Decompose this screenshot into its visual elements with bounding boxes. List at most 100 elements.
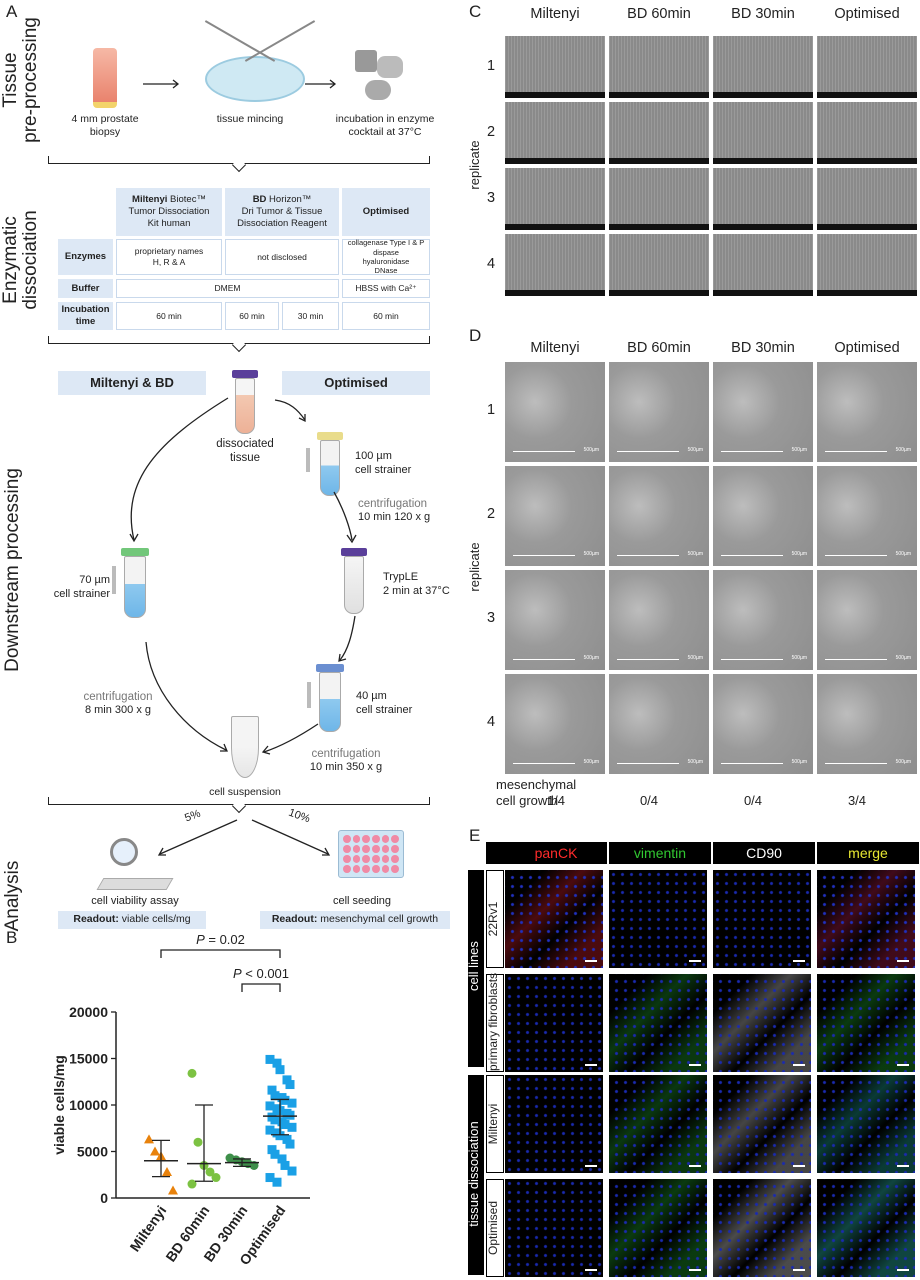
panel-e-row-3: Optimised [486, 1179, 504, 1277]
data-point [287, 1098, 297, 1108]
label-seeding: cell seeding [332, 895, 392, 907]
scale-bar-label: 500µm [791, 447, 807, 453]
sig-value: = 0.02 [205, 932, 245, 947]
group-tissue: tissue dissociation [466, 1121, 481, 1227]
scale-bar [689, 1064, 701, 1066]
panel-e-image-1-3 [817, 974, 915, 1072]
table-buf-hbss: HBSS with Ca²⁺ [342, 279, 430, 298]
panel-d-image-3-0: 500µm [505, 674, 605, 774]
data-point [193, 1137, 203, 1147]
panel-e-image-0-2 [713, 870, 811, 968]
scale-bar-label: 500µm [583, 655, 599, 661]
table-inc-1: 60 min [116, 302, 222, 330]
data-point [267, 1145, 277, 1155]
scale-bar-label: 500µm [583, 447, 599, 453]
panel-e-row-1: primary fibroblasts [486, 973, 504, 1072]
y-tick-label: 5000 [77, 1144, 108, 1160]
data-point [265, 1101, 275, 1111]
data-point [272, 1058, 282, 1068]
pipette-icon-3 [307, 682, 311, 708]
step-mincing: tissue mincing [216, 113, 284, 125]
panel-c-col-3: Optimised [834, 6, 900, 22]
scale-bar [897, 1064, 909, 1066]
data-point [270, 1149, 280, 1159]
panel-d-image-0-1: 500µm [609, 362, 709, 462]
panel-c-image-0-3 [817, 36, 917, 98]
panel-c-image-0-2 [713, 36, 813, 98]
scale-bar-label: 500µm [791, 551, 807, 557]
data-point [265, 1173, 275, 1183]
scale-bar-label: 500µm [583, 759, 599, 765]
panel-d-row-2: 3 [486, 610, 496, 626]
data-point [287, 1166, 297, 1176]
table-enz-opt: collagenase Type I & P dispase hyaluroni… [342, 238, 430, 275]
table-enz-miltenyi: proprietary names H, R & A [116, 239, 222, 275]
table-head-bd: BD Horizon™ Dri Tumor & Tissue Dissociat… [225, 188, 339, 236]
enzyme-icon [355, 50, 405, 105]
well-plate-icon [338, 830, 404, 878]
scale-bar [689, 1165, 701, 1167]
scale-bar-label: 500µm [687, 759, 703, 765]
scale-bar-label: 500µm [687, 551, 703, 557]
label-centri3b: 10 min 350 x g [309, 761, 383, 773]
panel-d-col-3: Optimised [834, 340, 900, 356]
scale-bar-label: 500µm [791, 759, 807, 765]
scale-bar [793, 1269, 805, 1271]
panel-d-image-3-1: 500µm [609, 674, 709, 774]
panel-label-d: D [469, 326, 482, 345]
panel-e-image-3-2 [713, 1179, 811, 1277]
data-point [275, 1131, 285, 1141]
panel-d-ylabel: replicate [467, 542, 482, 592]
panel-c-image-2-0 [505, 168, 605, 230]
sig-bracket [241, 983, 281, 992]
biopsy-icon [93, 48, 117, 108]
panel-d-image-1-0: 500µm [505, 466, 605, 566]
growth-value-1: 0/4 [639, 793, 659, 808]
pipette-icon-1 [306, 448, 310, 472]
panel-label-a: A [6, 2, 18, 21]
panel-e-image-2-2 [713, 1075, 811, 1173]
readout-growth: Readout: mesenchymal cell growth [260, 911, 450, 929]
sig-label: P < 0.001 [233, 966, 289, 981]
panel-c-image-3-0 [505, 234, 605, 296]
panel-c-row-0: 1 [486, 58, 496, 74]
tube-strainer70 [124, 556, 146, 618]
magnifier-icon [110, 838, 138, 866]
data-point [285, 1139, 295, 1149]
box-miltenyi-bd: Miltenyi & BD [58, 371, 206, 395]
label-viability: cell viability assay [91, 895, 179, 907]
panel-c-image-1-1 [609, 102, 709, 164]
panel-d-row-0: 1 [486, 402, 496, 418]
label-tryple: TrypLE 2 min at 37°C [383, 571, 450, 597]
scale-bar [585, 1165, 597, 1167]
panel-c-image-2-2 [713, 168, 813, 230]
table-row-enzymes: Enzymes [58, 239, 113, 275]
sig-bracket [160, 949, 281, 958]
panel-c-col-2: BD 30min [731, 6, 795, 22]
panel-c-image-1-3 [817, 102, 917, 164]
growth-value-3: 3/4 [847, 793, 867, 808]
strainer70-top [121, 548, 149, 556]
data-point [282, 1134, 292, 1144]
analysis-arrows [157, 819, 331, 856]
panel-c-ylabel: replicate [467, 140, 482, 190]
data-point [277, 1154, 287, 1164]
panel-e-col-0: panCK [505, 842, 607, 864]
data-point [162, 1166, 172, 1176]
panel-c-image-0-1 [609, 36, 709, 98]
tube-cap-purple [232, 370, 258, 378]
label-strainer70: 70 µm cell strainer [53, 574, 110, 600]
label-centri3: centrifugation [311, 748, 381, 760]
scale-bar-label: 500µm [583, 551, 599, 557]
scale-bar-label: 500µm [895, 551, 911, 557]
group-bar-tissue [468, 1075, 484, 1275]
y-axis-label: viable cells/mg [51, 1055, 67, 1155]
table-head-miltenyi: Miltenyi Biotec™ Tumor Dissociation Kit … [116, 188, 222, 236]
scale-bar-label: 500µm [895, 447, 911, 453]
table-inc-2: 60 min [225, 302, 279, 330]
panel-c-image-3-1 [609, 234, 709, 296]
table-row-incubation: Incubation time [58, 302, 113, 330]
scale-bar-label: 500µm [687, 655, 703, 661]
section-label-enzymatic: Enzymatic dissociation [0, 210, 41, 310]
